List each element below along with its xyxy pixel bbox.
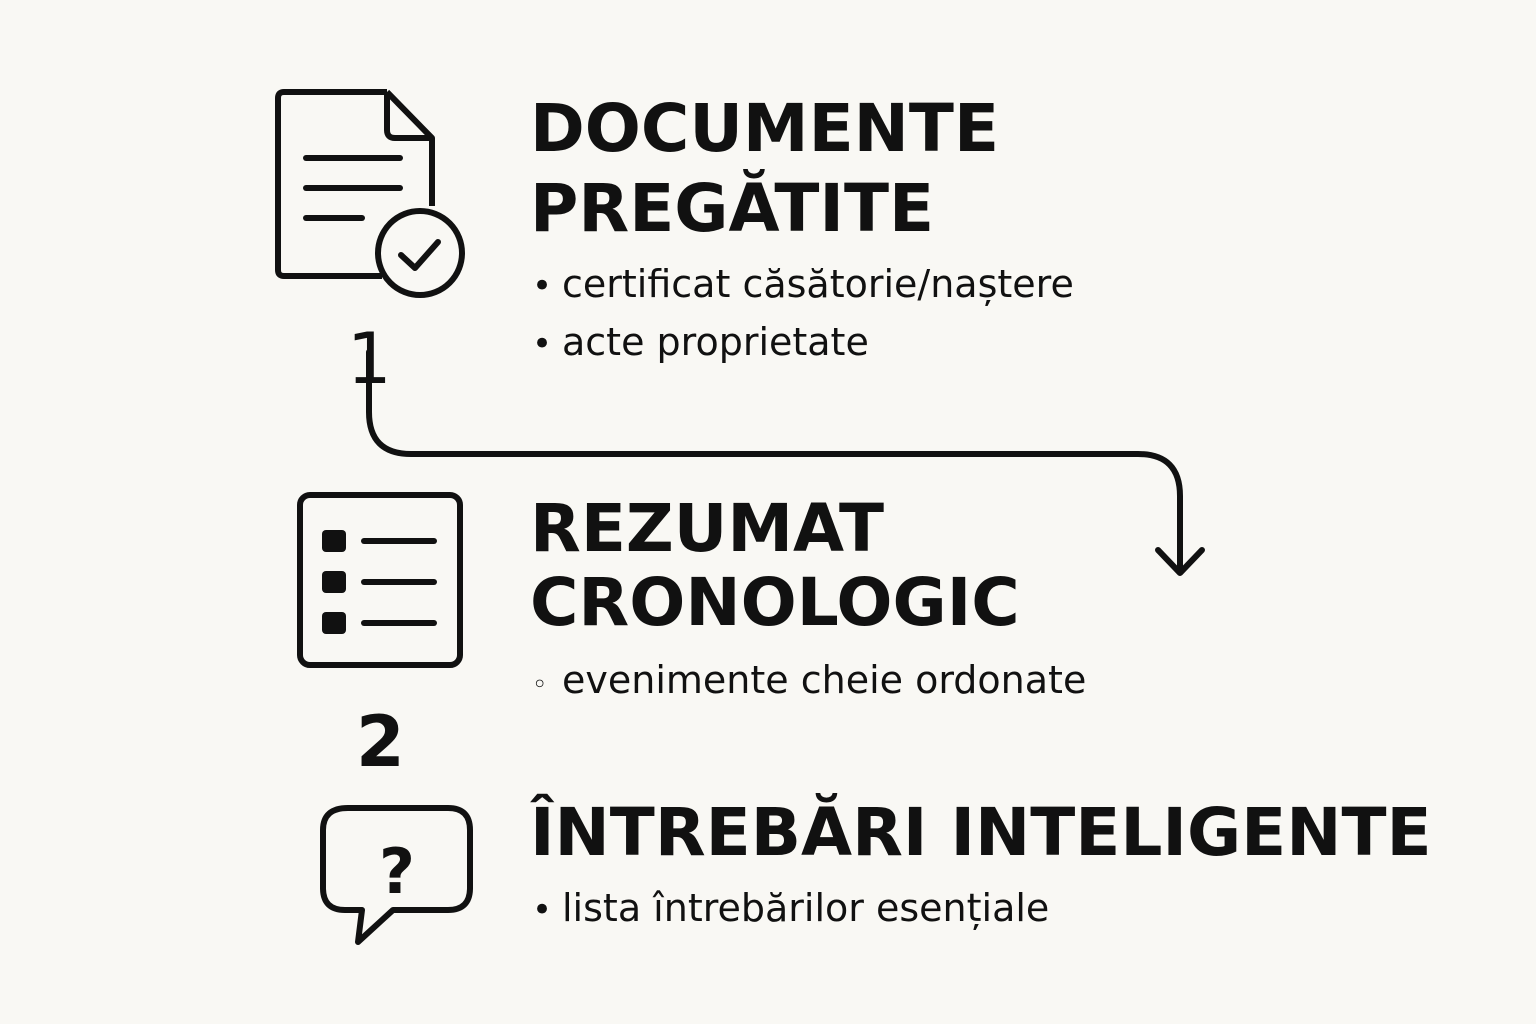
bullet-mark: ◦ xyxy=(532,670,548,700)
step-2-title-line-1: REZUMAT xyxy=(530,490,885,567)
step-1-title-line-1: DOCUMENTE xyxy=(530,90,1000,167)
step-number-1: 1 xyxy=(347,318,392,400)
step-1-title-line-2: PREGĂTITE xyxy=(530,170,935,247)
bullet-text: lista întrebărilor esențiale xyxy=(562,886,1050,930)
bullet-text: evenimente cheie ordonate xyxy=(562,658,1087,702)
step-number-2: 2 xyxy=(356,701,405,783)
step-3-title: ÎNTREBĂRI INTELIGENTE xyxy=(530,794,1432,871)
bullet-mark: • xyxy=(532,324,553,364)
bullet-mark: • xyxy=(532,890,553,930)
step-1-bullet-2: •acte proprietate xyxy=(532,320,869,366)
question-mark-glyph: ? xyxy=(379,835,415,908)
bullet-text: acte proprietate xyxy=(562,320,869,364)
step-1-bullet-1: •certificat căsătorie/naștere xyxy=(532,262,1074,308)
flow-arrow-head xyxy=(1155,547,1205,576)
flow-arrow-line xyxy=(366,349,1183,575)
bullet-mark: • xyxy=(532,266,553,306)
bullet-text: certificat căsătorie/naștere xyxy=(562,262,1074,306)
step-2-bullet-1: ◦ evenimente cheie ordonate xyxy=(532,658,1086,707)
step-3-bullet-1: •lista întrebărilor esențiale xyxy=(532,886,1049,932)
step-2-title-line-2: CRONOLOGIC xyxy=(530,564,1020,641)
